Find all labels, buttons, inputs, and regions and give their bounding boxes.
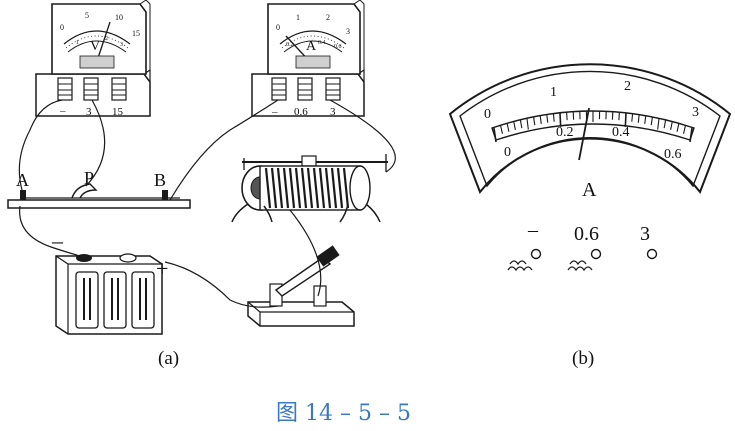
dial-tick (552, 113, 555, 122)
battery-plus-label: + (156, 256, 168, 281)
ammeter-small-terminal-0.6: 0.6 (294, 106, 308, 118)
ammeter-small-tick-2: 2 (326, 13, 330, 22)
dial-tick (539, 115, 542, 124)
ammeter-small-terminals (271, 77, 341, 101)
dial-tick (663, 120, 667, 129)
battery-pack: – + (51, 228, 168, 335)
rheostat (231, 154, 388, 223)
label-point-b: B (154, 170, 166, 190)
large-terminal-3: 3 (640, 223, 650, 245)
dial-tick (650, 117, 653, 126)
label-point-p: P (84, 168, 94, 188)
dial-tick (546, 114, 549, 123)
inner-tick-0.2: 0.2 (556, 125, 574, 140)
dial-tick (559, 112, 562, 127)
dial-tick (657, 118, 660, 130)
voltmeter-tick-0: 0 (60, 23, 64, 32)
dial-inner-frame (459, 70, 721, 188)
voltmeter-tick-5: 5 (85, 11, 89, 20)
outer-tick-0: 0 (484, 107, 491, 122)
dial-tick (676, 123, 680, 132)
dial-tick (533, 117, 536, 126)
outer-tick-2: 2 (624, 79, 631, 94)
ammeter-small-terminal-minus: – (271, 106, 278, 118)
dial-tick (682, 125, 686, 134)
wire-board: A P B (7, 168, 191, 209)
dial-tick (493, 127, 497, 143)
voltmeter-inner-tick-1: 1 (76, 40, 79, 46)
ammeter-small-inner-0.4: 0.4 (318, 40, 326, 46)
voltmeter-terminal-15: 15 (112, 106, 124, 118)
voltmeter-terminal-minus: – (59, 105, 66, 117)
dial-tick (637, 114, 640, 123)
voltmeter-symbol: V (90, 39, 100, 54)
label-point-a: A (16, 170, 29, 190)
binding-posts (507, 248, 658, 272)
panel-label-a: (a) (158, 348, 179, 369)
ammeter-small-terminal-3: 3 (330, 106, 336, 118)
dial-tick (566, 112, 568, 121)
battery-minus-label: – (51, 228, 64, 253)
ammeter-small: 0 1 2 3 0.2 0.4 0.6 A – 0.6 3 (251, 0, 365, 118)
ammeter-large: 0 1 2 3 0 0.2 0.4 0.6 A – 0.6 3 (448, 63, 732, 272)
voltmeter-terminals (57, 77, 127, 101)
circuit-wires (18, 99, 396, 308)
voltmeter: 0 5 10 15 1 2 3 V – 3 15 (35, 0, 151, 118)
figure-caption: 图 14 – 5 – 5 (276, 401, 411, 426)
knife-switch (247, 245, 355, 327)
outer-tick-1: 1 (550, 85, 557, 100)
dial-tick (644, 115, 647, 124)
dial-tick (500, 125, 504, 134)
large-terminal-0.6: 0.6 (574, 223, 599, 245)
dial-needle (578, 107, 590, 161)
outer-tick-3: 3 (692, 105, 699, 120)
voltmeter-terminal-3: 3 (86, 106, 92, 118)
ammeter-small-inner-0.6: 0.6 (334, 44, 342, 50)
voltmeter-tick-10: 10 (115, 13, 123, 22)
dial-tick (689, 127, 693, 143)
dial-tick (526, 118, 529, 130)
dial-tick (624, 112, 627, 127)
dial-tick (506, 123, 510, 132)
voltmeter-inner-tick-3: 3 (120, 42, 123, 48)
inner-tick-0.6: 0.6 (664, 147, 682, 162)
panel-label-b: (b) (572, 348, 594, 369)
ammeter-small-tick-1: 1 (296, 13, 300, 22)
dial-ticks (493, 111, 693, 143)
large-terminal-minus: – (527, 219, 539, 241)
dial-tick (631, 113, 634, 122)
inner-tick-0.4: 0.4 (612, 125, 630, 140)
ammeter-small-inner-0.2: 0.2 (286, 42, 294, 48)
voltmeter-inner-tick-2: 2 (105, 36, 108, 42)
ammeter-large-symbol: A (582, 179, 597, 201)
voltmeter-tick-15: 15 (132, 29, 140, 38)
dial-needle-line (578, 107, 590, 161)
dial-tick (618, 112, 620, 121)
dial-tick (670, 121, 673, 130)
ammeter-small-tick-3: 3 (346, 27, 350, 36)
dial-tick (513, 121, 516, 130)
inner-tick-0: 0 (504, 145, 511, 160)
dial-tick (519, 120, 523, 129)
ammeter-small-symbol: A (306, 39, 317, 54)
ammeter-small-tick-0: 0 (276, 23, 280, 32)
